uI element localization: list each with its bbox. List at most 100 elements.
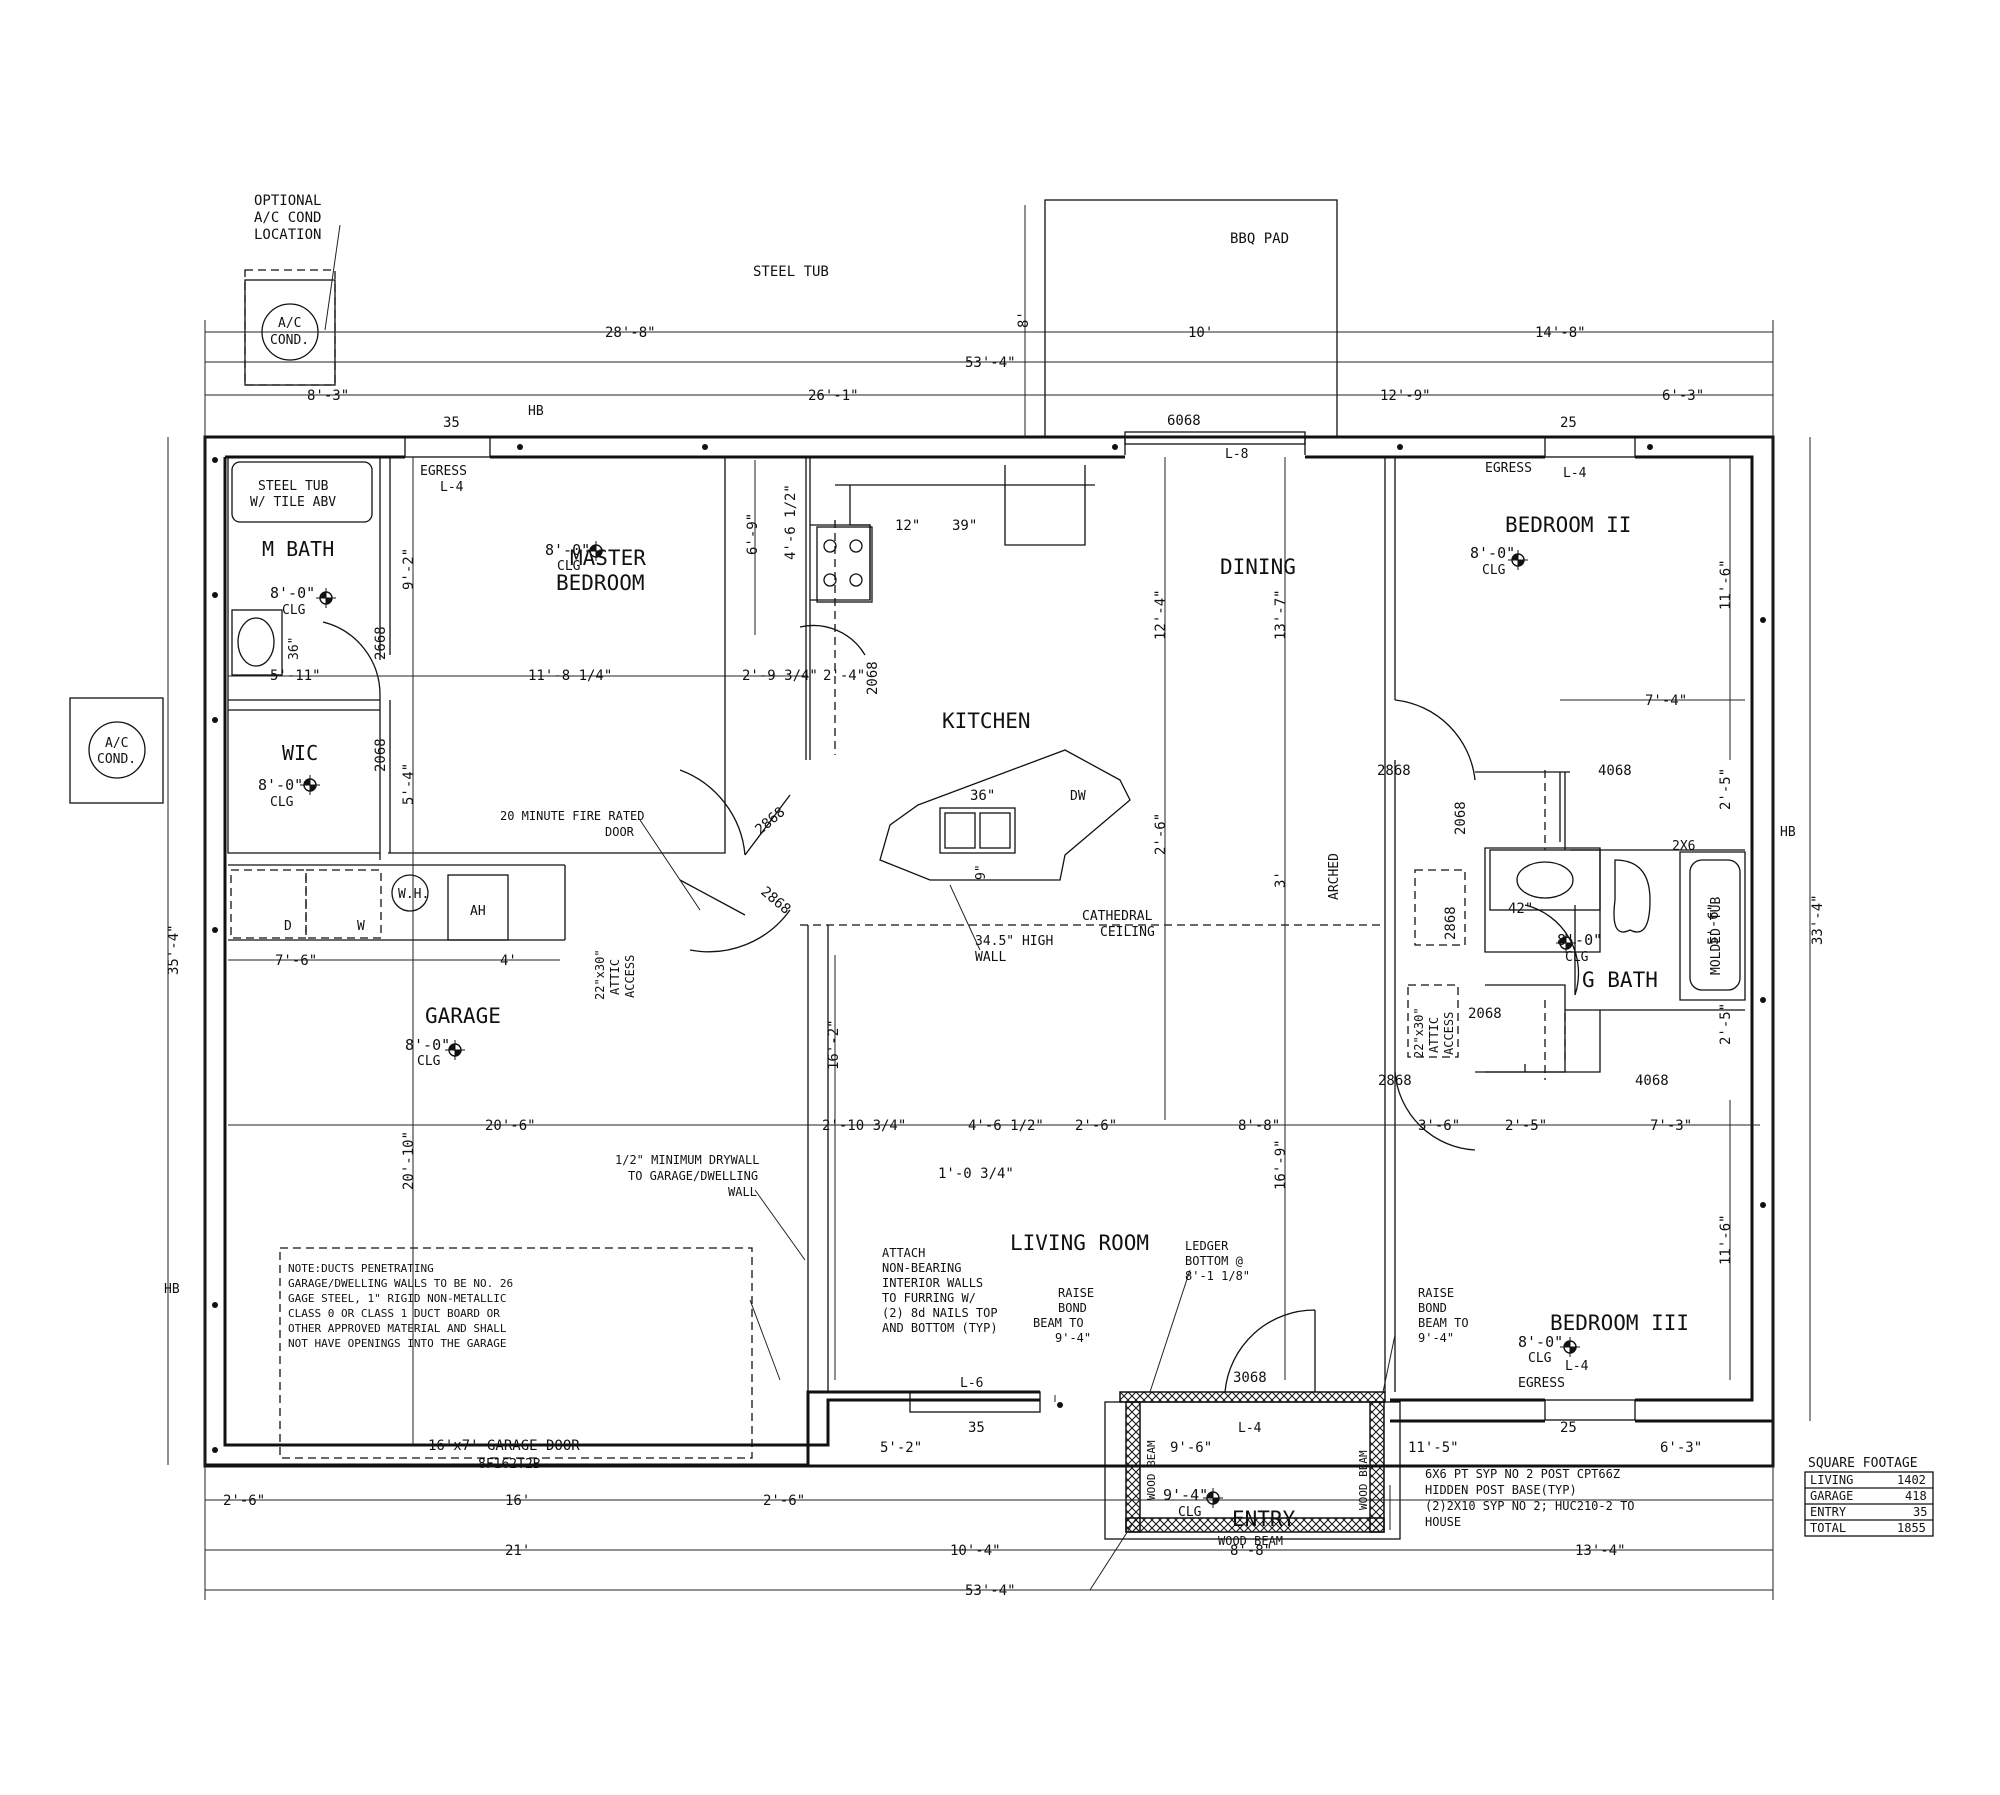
- door-swings: [322, 621, 1580, 1393]
- dim-int-7: 4'-6 1/2": [783, 484, 799, 560]
- note-attic-a-1: 22"x30": [593, 949, 607, 1000]
- note-drywall-2: TO GARAGE/DWELLING: [628, 1169, 758, 1183]
- optional-ac-line1: OPTIONAL: [254, 193, 321, 209]
- fixtures: [212, 444, 1766, 1453]
- clg-master-h: 8'-0": [545, 541, 590, 559]
- dim-int-19: 2'-6": [1075, 1118, 1117, 1134]
- interior-walls: [227, 457, 1746, 1392]
- dim-bot-1: 2'-6": [223, 1493, 265, 1509]
- note-arched: ARCHED: [1327, 853, 1342, 900]
- molded-tub: [1689, 859, 1741, 991]
- note-raise-b-3: BEAM TO: [1418, 1316, 1469, 1330]
- dim-int-25: 16'-9": [1273, 1139, 1289, 1190]
- dim-int-26: 11'-6": [1718, 559, 1734, 610]
- tag-egress-master: EGRESS: [420, 464, 467, 479]
- dim-int-21: 3'-6": [1418, 1118, 1460, 1134]
- note-attic-a-2: ATTIC: [608, 959, 622, 995]
- note-attach-4: TO FURRING W/: [882, 1291, 976, 1305]
- tag-egress-bed3: EGRESS: [1518, 1376, 1565, 1391]
- note-garage-door: 16'x7' GARAGE DOOR: [428, 1438, 580, 1454]
- note-duct-1: NOTE:DUCTS PENETRATING: [288, 1262, 434, 1275]
- dashed-lines: [230, 269, 1566, 1459]
- sqft-living-label: LIVING: [1810, 1473, 1853, 1487]
- clg-bed2-h: 8'-0": [1470, 544, 1515, 562]
- dim-int-24: 1'-0 3/4": [938, 1166, 1014, 1182]
- guest-sink: [1489, 849, 1601, 911]
- dim-int-4: 9'-2": [401, 548, 417, 590]
- note-post-1: 6X6 PT SYP NO 2 POST CPT66Z: [1425, 1467, 1620, 1481]
- note-drywall-3: WALL: [728, 1185, 757, 1199]
- door-2868c: 2868: [1377, 763, 1411, 779]
- room-living: LIVING ROOM: [1010, 1231, 1149, 1255]
- hb-right: HB: [1780, 825, 1796, 840]
- note-raise-b-2: BOND: [1418, 1301, 1447, 1315]
- room-bedroom-iii: BEDROOM III: [1550, 1311, 1689, 1335]
- dim-side-right: 33'-4": [1810, 894, 1826, 945]
- tag-l8: L-8: [1225, 447, 1248, 462]
- dim-int-34: 36": [970, 788, 995, 804]
- ac-cond-box: [69, 697, 164, 804]
- dim-int-13: 4': [500, 953, 517, 969]
- door-6068: 6068: [1167, 413, 1201, 429]
- note-d: D: [284, 919, 292, 934]
- note-attic-b-3: ACCESS: [1442, 1012, 1456, 1055]
- clg-wic-h: 8'-0": [258, 776, 303, 794]
- note-fire-2: DOOR: [605, 825, 635, 839]
- dim-int-1: 11'-8 1/4": [528, 668, 612, 684]
- dim-top-6: 12'-9": [1380, 388, 1431, 404]
- note-attach-6: AND BOTTOM (TYP): [882, 1321, 998, 1335]
- room-m-bath: M BATH: [262, 537, 334, 561]
- dim-int-16: 20'-6": [485, 1118, 536, 1134]
- bbq-pad: [1044, 199, 1338, 438]
- door-2668a: 2668: [373, 626, 389, 660]
- note-post-3: (2)2X10 SYP NO 2; HUC210-2 TO: [1425, 1499, 1635, 1513]
- room-master-1: MASTER: [570, 546, 646, 570]
- air-handler: [447, 874, 509, 941]
- sqft-garage-label: GARAGE: [1810, 1489, 1853, 1503]
- hb-top: HB: [528, 404, 544, 419]
- door-2068a: 2068: [373, 738, 389, 772]
- clg-gbath-h: 8'-0": [1557, 931, 1602, 949]
- dim-top-1: 28'-8": [605, 325, 656, 341]
- tag-l4c: L-4: [1238, 1421, 1262, 1436]
- note-attic-a-3: ACCESS: [623, 955, 637, 998]
- sqft-garage-value: 418: [1905, 1489, 1927, 1503]
- door-2868d: 2868: [1443, 906, 1459, 940]
- dim-int-5: 5'-4": [401, 763, 417, 805]
- dim-top-overall: 53'-4": [965, 355, 1016, 371]
- clg-bed3: CLG: [1528, 1351, 1552, 1366]
- door-2068b: 2068: [865, 661, 881, 695]
- note-raise-b-1: RAISE: [1418, 1286, 1454, 1300]
- note-cathedral-2: CEILING: [1100, 925, 1155, 940]
- ac-top-1: A/C: [278, 316, 301, 331]
- dim-top-4: 8'-3": [307, 388, 349, 404]
- note-steel-tub-2: W/ TILE ABV: [250, 495, 336, 510]
- dim-int-29: 2'-5": [1718, 768, 1734, 810]
- note-wh: W.H.: [398, 887, 429, 902]
- door-2068c: 2068: [1453, 801, 1469, 835]
- room-kitchen: KITCHEN: [942, 709, 1031, 733]
- dim-int-8: 12'-4": [1153, 589, 1169, 640]
- note-cathedral-1: CATHEDRAL: [1082, 909, 1153, 924]
- dim-top-7: 6'-3": [1662, 388, 1704, 404]
- clg-wic: CLG: [270, 795, 294, 810]
- note-raise-a-2: BOND: [1058, 1301, 1087, 1315]
- dim-int-33: 39": [952, 518, 977, 534]
- dim-int-10: 2'-6": [1153, 813, 1169, 855]
- clg-mbath-h: 8'-0": [270, 584, 315, 602]
- room-g-bath: G BATH: [1582, 968, 1658, 992]
- guest-toilet: [1613, 859, 1651, 933]
- dim-top-5: 26'-1": [808, 388, 859, 404]
- room-bedroom-ii: BEDROOM II: [1505, 513, 1631, 537]
- master-sink-counter: [231, 609, 283, 676]
- sqft-entry-label: ENTRY: [1810, 1505, 1847, 1519]
- dim-int-2: 2'-9 3/4": [742, 668, 818, 684]
- dim-int-18: 4'-6 1/2": [968, 1118, 1044, 1134]
- tag-l4b: L-4: [1563, 466, 1587, 481]
- note-wood-beam-left: WOOD BEAM: [1145, 1440, 1158, 1500]
- dim-bot-10: 11'-5": [1408, 1440, 1459, 1456]
- dim-bot-11: 6'-3": [1660, 1440, 1702, 1456]
- note-raise-a-1: RAISE: [1058, 1286, 1094, 1300]
- water-heater: [391, 874, 429, 912]
- tag-l4a: L-4: [440, 480, 464, 495]
